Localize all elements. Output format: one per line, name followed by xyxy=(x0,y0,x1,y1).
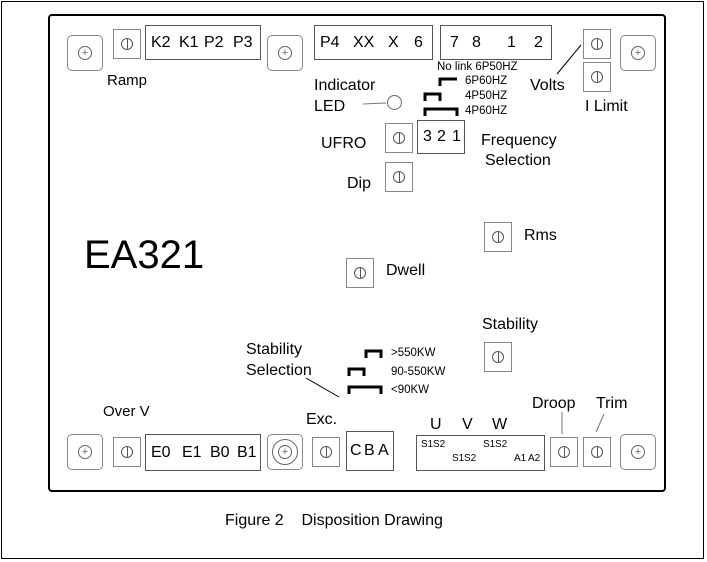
link-90-550kw-shape xyxy=(347,367,366,376)
volts-label: Volts xyxy=(530,77,565,94)
terminal-8: 8 xyxy=(472,33,481,51)
mounting-hole-bottom-right xyxy=(620,434,656,470)
figure-caption: Figure 2 Disposition Drawing xyxy=(225,512,443,529)
terminal-6: 6 xyxy=(414,33,423,51)
terminal-b0: B0 xyxy=(210,443,230,461)
volts-leader-line xyxy=(556,44,582,75)
link-4p60hz-shape xyxy=(423,107,459,116)
v-label: V xyxy=(462,416,473,433)
link-6p60hz-shape xyxy=(438,77,457,86)
droop-potentiometer xyxy=(550,437,578,467)
link-lt90kw-shape xyxy=(347,385,383,394)
terminal-u-s2: S2 xyxy=(433,439,446,450)
led-leader-line xyxy=(362,102,387,105)
terminal-block-k2-p3: K2 K1 P2 P3 xyxy=(145,25,261,60)
trim-label: Trim xyxy=(596,395,628,412)
terminal-1: 1 xyxy=(507,33,516,51)
mounting-hole-top-left xyxy=(67,35,103,71)
terminal-k1: K1 xyxy=(179,33,199,51)
terminal-x: X xyxy=(388,33,399,51)
link-gt550kw-label: >550KW xyxy=(391,347,436,359)
terminal-a2: A2 xyxy=(528,453,541,464)
terminal-b1: B1 xyxy=(237,443,257,461)
terminal-u-s1: S1 xyxy=(421,439,434,450)
stability-selection-leader-line xyxy=(305,377,340,398)
mounting-hole-bottom-left xyxy=(67,434,103,470)
stability-potentiometer xyxy=(484,342,512,372)
exc-potentiometer xyxy=(312,437,340,467)
terminal-block-uvw: S1 S2 S1 S2 S1 S2 A1 A2 xyxy=(416,435,545,471)
over-v-label: Over V xyxy=(103,403,150,420)
terminal-w-s2: S2 xyxy=(495,439,508,450)
terminal-block-e0-b1: E0 E1 B0 B1 xyxy=(145,434,261,471)
board-name: EA321 xyxy=(84,233,205,277)
terminal-v-s2: S2 xyxy=(464,453,477,464)
link-6p60hz-label: 6P60HZ xyxy=(465,75,508,87)
droop-label: Droop xyxy=(532,395,576,412)
ramp-label: Ramp xyxy=(107,72,148,89)
ramp-potentiometer xyxy=(113,29,141,59)
freq-pin-3: 3 xyxy=(423,128,432,145)
u-label: U xyxy=(430,416,442,433)
dwell-potentiometer xyxy=(346,258,374,288)
link-gt550kw-shape xyxy=(364,349,383,358)
terminal-c: C xyxy=(350,442,362,459)
mounting-hole-top-mid xyxy=(267,35,303,71)
terminal-block-p4-6: P4 XX X 6 xyxy=(314,25,433,60)
terminal-a: A xyxy=(378,442,389,459)
stability-label: Stability xyxy=(482,316,539,333)
terminal-b: B xyxy=(364,442,375,459)
terminal-2: 2 xyxy=(534,33,543,51)
dwell-label: Dwell xyxy=(386,262,426,279)
link-4p60hz-label: 4P60HZ xyxy=(465,105,508,117)
ufro-label: UFRO xyxy=(321,135,367,152)
link-lt90kw-label: <90KW xyxy=(391,384,430,396)
indicator-led xyxy=(387,95,402,110)
frequency-selection-label: Selection xyxy=(485,152,551,169)
frequency-label: Frequency xyxy=(481,132,557,149)
rms-potentiometer xyxy=(484,222,512,252)
no-link-label: No link 6P50HZ xyxy=(437,61,518,73)
terminal-v-s1: S1 xyxy=(452,453,465,464)
i-limit-label: I Limit xyxy=(585,98,628,115)
rms-label: Rms xyxy=(524,227,557,244)
mounting-hole-top-right xyxy=(620,35,656,71)
indicator-label: Indicator xyxy=(314,77,376,94)
terminal-e1: E1 xyxy=(182,443,202,461)
link-90-550kw-label: 90-550KW xyxy=(391,366,446,378)
volts-potentiometer xyxy=(583,29,611,59)
i-limit-potentiometer xyxy=(583,62,611,92)
terminal-e0: E0 xyxy=(151,443,171,461)
terminal-p2: P2 xyxy=(204,33,224,51)
terminal-block-cba: C B A xyxy=(346,431,394,471)
freq-pin-1: 1 xyxy=(452,128,461,145)
trim-leader-line xyxy=(595,413,605,433)
terminal-k2: K2 xyxy=(151,33,171,51)
over-v-potentiometer xyxy=(113,437,141,467)
terminal-p3: P3 xyxy=(233,33,253,51)
frequency-selection-jumper-block: 3 2 1 xyxy=(417,120,465,154)
terminal-block-7-2: 7 8 1 2 xyxy=(440,25,552,60)
stability-selection-label-line2: Selection xyxy=(246,362,312,379)
trim-potentiometer xyxy=(583,437,611,467)
link-4p50hz-label: 4P50HZ xyxy=(465,90,508,102)
exc-label: Exc. xyxy=(306,411,338,428)
dip-label: Dip xyxy=(347,175,372,192)
terminal-7: 7 xyxy=(450,33,459,51)
stability-selection-label-line1: Stability xyxy=(246,341,303,358)
circuit-board-outline xyxy=(48,14,666,492)
terminal-a1: A1 xyxy=(514,453,527,464)
freq-pin-2: 2 xyxy=(437,128,446,145)
terminal-w-s1: S1 xyxy=(483,439,496,450)
ufro-potentiometer xyxy=(385,123,413,153)
terminal-xx: XX xyxy=(353,33,375,51)
terminal-p4: P4 xyxy=(320,33,340,51)
mounting-hole-bottom-mid-ring xyxy=(272,439,298,465)
led-label: LED xyxy=(314,98,346,115)
link-4p50hz-shape xyxy=(423,92,442,101)
dip-potentiometer xyxy=(385,162,413,192)
w-label: W xyxy=(492,416,508,433)
